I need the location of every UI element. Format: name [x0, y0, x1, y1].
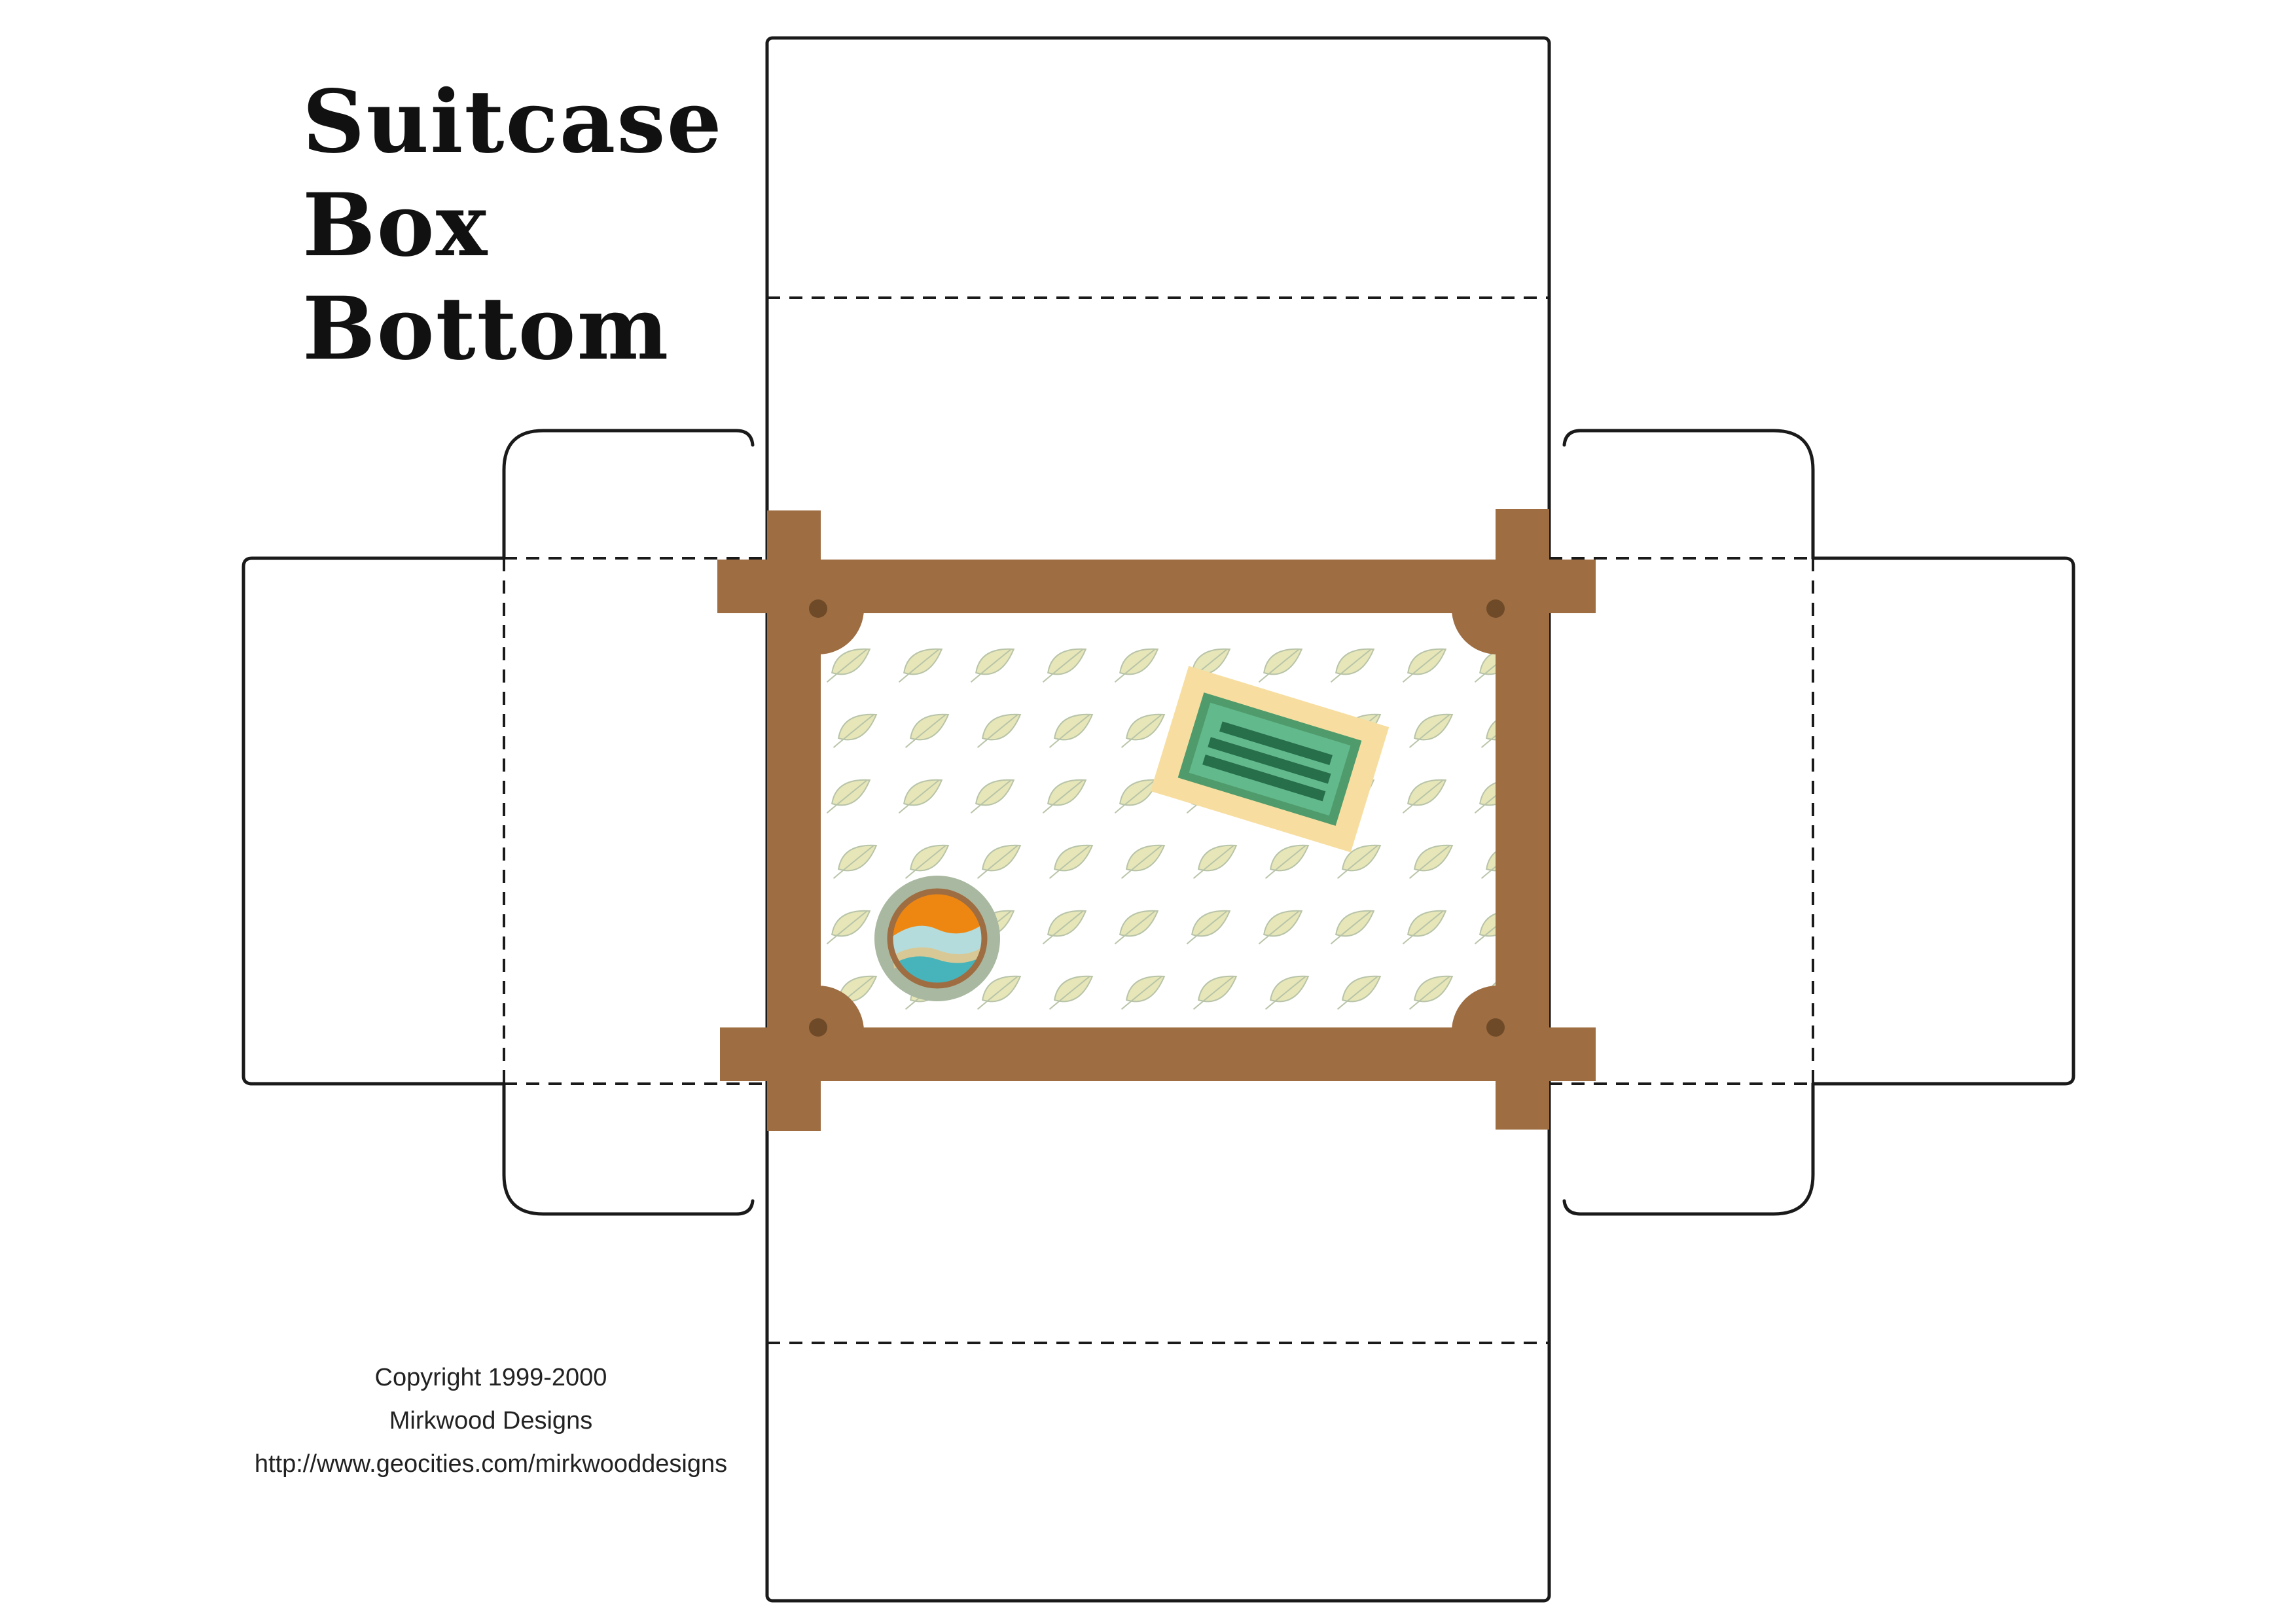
travel-sticker-icon [874, 876, 1000, 1001]
left-side-flap-outline [242, 556, 506, 1086]
corner-brace-top-left [818, 609, 864, 654]
tag-line [1219, 721, 1333, 766]
leaf-icon [1114, 648, 1159, 683]
leaf-icon [1330, 910, 1375, 944]
leaf-icon [833, 713, 878, 748]
rivet-icon [1486, 1018, 1505, 1037]
frame-right-rail [1496, 509, 1549, 1130]
leaf-icon [1330, 648, 1375, 683]
leaf-icon [1049, 844, 1094, 879]
leaf-icon [1114, 910, 1159, 944]
leaf-icon [1193, 975, 1238, 1010]
leaf-icon [1408, 975, 1454, 1010]
right-bottom-tab-outline [1562, 1082, 1815, 1216]
leaf-icon [1258, 910, 1303, 944]
frame-bottom-rail [720, 1027, 1596, 1081]
corner-brace-bottom-right [1452, 986, 1498, 1031]
title-line-2: Box [302, 175, 489, 276]
leaf-icon [1049, 713, 1094, 748]
leaf-icon [826, 648, 871, 683]
suitcase-bottom-panel [717, 509, 1596, 1131]
frame-top-rail [717, 560, 1596, 613]
luggage-tag-icon [1150, 666, 1390, 853]
tag-line [1208, 737, 1331, 784]
copyright-line-2: Mirkwood Designs [389, 1407, 593, 1435]
right-top-tab-outline [1562, 429, 1815, 560]
wood-frame [717, 509, 1596, 1131]
leaf-icon [1193, 844, 1238, 879]
copyright-line-1: Copyright 1999-2000 [374, 1364, 607, 1391]
leaf-icon [1402, 910, 1447, 944]
page-title: Suitcase Box Bottom [302, 71, 761, 381]
leaf-icon [1408, 713, 1454, 748]
rivet-icon [809, 599, 827, 618]
leaf-icon [1121, 975, 1166, 1010]
leaf-icon [826, 910, 871, 944]
leaf-icon [1402, 779, 1447, 813]
leaf-icon [970, 779, 1015, 813]
rivets [809, 599, 1505, 1037]
leaf-icon [905, 713, 950, 748]
leaf-icon [1336, 975, 1382, 1010]
title-line-3: Bottom [302, 278, 670, 380]
leaf-icon [977, 844, 1022, 879]
leaf-icon [898, 779, 943, 813]
leaf-icon [898, 648, 943, 683]
leaf-icon [1049, 975, 1094, 1010]
leaf-icon [977, 713, 1022, 748]
leaf-icon [826, 779, 871, 813]
leaf-icon [1408, 844, 1454, 879]
rivet-icon [1486, 599, 1505, 618]
leaf-icon [1042, 648, 1087, 683]
leaf-icon [1402, 648, 1447, 683]
copyright-line-3: http://www.geocities.com/mirkwooddesigns [254, 1450, 728, 1478]
leaf-icon [1042, 910, 1087, 944]
leaf-icon [1121, 713, 1166, 748]
rivet-icon [809, 1018, 827, 1037]
leaf-icon [1258, 648, 1303, 683]
corner-brace-top-right [1452, 609, 1498, 654]
title-line-1: Suitcase [302, 71, 723, 173]
fold-lines [503, 296, 1814, 1344]
tag-line [1202, 754, 1326, 802]
left-top-tab-outline [502, 429, 755, 560]
leaf-icon [1121, 844, 1166, 879]
left-bottom-tab-outline [502, 1082, 755, 1216]
badge-sky [891, 924, 983, 961]
leaf-icon [1336, 844, 1382, 879]
leaf-icon [1265, 844, 1310, 879]
leaf-icon [970, 648, 1015, 683]
leaf-icon [1265, 975, 1310, 1010]
leaf-icon [1186, 910, 1231, 944]
leaf-icon [905, 844, 950, 879]
badge-border [887, 888, 988, 989]
leaf-icon [833, 844, 878, 879]
right-side-flap-outline [1811, 556, 2075, 1086]
leaf-icon [1042, 779, 1087, 813]
copyright-notice: Copyright 1999-2000 Mirkwood Designs htt… [196, 1356, 785, 1486]
corner-brace-bottom-left [818, 986, 864, 1031]
leaf-icon [977, 975, 1022, 1010]
